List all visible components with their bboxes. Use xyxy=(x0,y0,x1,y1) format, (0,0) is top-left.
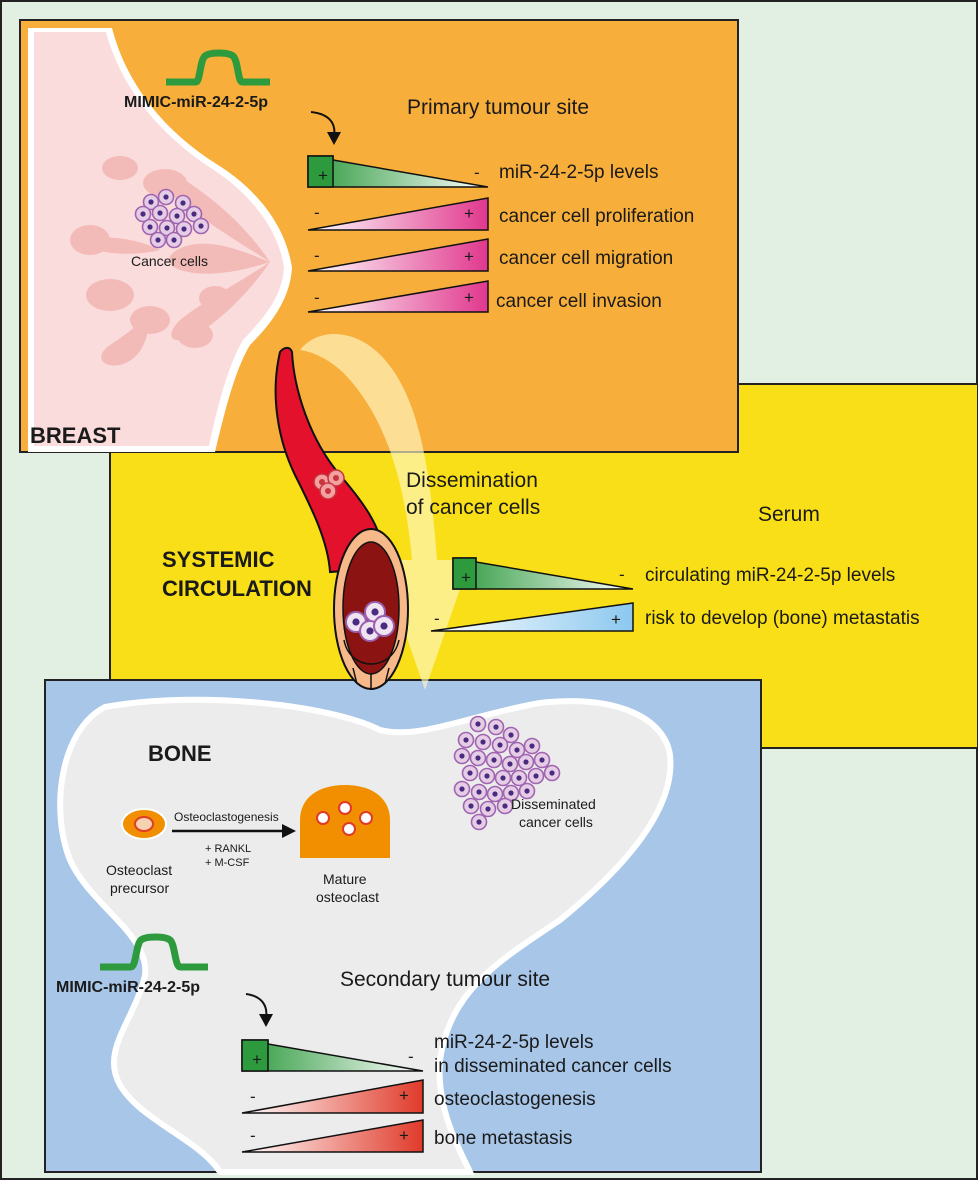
bone-label: BONE xyxy=(148,741,212,766)
effect-label: osteoclastogenesis xyxy=(434,1089,596,1110)
effect-label: circulating miR-24-2-5p levels xyxy=(645,565,895,586)
precursor-label-line1: Osteoclast xyxy=(106,862,172,878)
disseminated-label-line2: cancer cells xyxy=(519,814,593,830)
process-label: Osteoclastogenesis xyxy=(174,810,279,824)
effect-label-line2: in disseminated cancer cells xyxy=(434,1056,672,1077)
serum-title: Serum xyxy=(758,503,820,526)
factor-rankl: + RANKL xyxy=(205,843,251,855)
effect-sign-left: + xyxy=(252,1050,262,1069)
effect-sign-right: - xyxy=(619,565,625,584)
effect-sign-right: + xyxy=(464,288,474,307)
dissemination-line2: of cancer cells xyxy=(406,496,540,519)
dissemination-line1: Dissemination xyxy=(406,469,538,492)
effect-label: bone metastasis xyxy=(434,1128,572,1149)
effect-label: cancer cell proliferation xyxy=(499,206,694,227)
effect-sign-right: - xyxy=(474,163,480,182)
secondary-site-title: Secondary tumour site xyxy=(340,968,550,991)
mature-label-line2: osteoclast xyxy=(316,889,379,905)
effect-sign-left: - xyxy=(434,609,440,628)
mature-label-line1: Mature xyxy=(323,871,367,887)
effect-label: risk to develop (bone) metastatis xyxy=(645,608,920,629)
effect-sign-left: - xyxy=(314,288,320,307)
systemic-label-line2: CIRCULATION xyxy=(162,576,312,601)
effect-label: cancer cell migration xyxy=(499,248,673,269)
effect-sign-right: + xyxy=(464,204,474,223)
effect-sign-right: + xyxy=(399,1126,409,1145)
factor-mcsf: + M-CSF xyxy=(205,857,250,869)
effect-sign-left: - xyxy=(250,1087,256,1106)
effect-sign-right: + xyxy=(611,610,621,629)
primary-site-title: Primary tumour site xyxy=(407,96,589,119)
osteoclast-precursor xyxy=(122,809,166,839)
effect-sign-left: - xyxy=(314,246,320,265)
effect-sign-left: - xyxy=(314,203,320,222)
effect-label-line1: miR-24-2-5p levels xyxy=(434,1032,593,1053)
effect-sign-left: - xyxy=(250,1126,256,1145)
systemic-label-line1: SYSTEMIC xyxy=(162,547,275,572)
disseminated-label-line1: Disseminated xyxy=(511,796,596,812)
mature-osteoclast xyxy=(300,785,390,858)
effect-sign-right: + xyxy=(399,1086,409,1105)
bone-mimic-label: MIMIC-miR-24-2-5p xyxy=(56,979,200,996)
effect-sign-left: + xyxy=(461,568,471,587)
breast-mimic-label: MIMIC-miR-24-2-5p xyxy=(124,94,268,111)
effect-sign-right: + xyxy=(464,247,474,266)
effect-sign-right: - xyxy=(408,1047,414,1066)
effect-label: cancer cell invasion xyxy=(496,291,662,312)
breast-label: BREAST xyxy=(30,423,121,448)
effect-sign-left: + xyxy=(318,166,328,185)
effect-label: miR-24-2-5p levels xyxy=(499,162,658,183)
cancer-cells-label: Cancer cells xyxy=(131,253,208,269)
precursor-label-line2: precursor xyxy=(110,880,169,896)
